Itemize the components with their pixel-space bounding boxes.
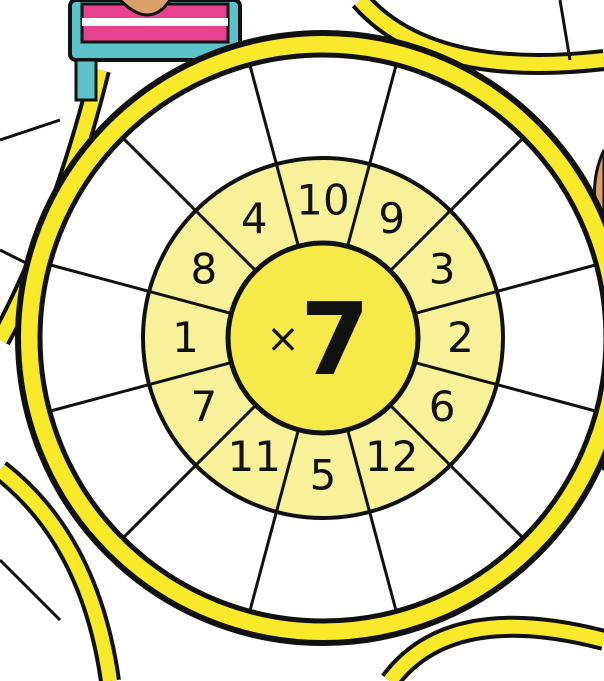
- factor-number: 7: [300, 281, 370, 398]
- multiplier-number: 9: [378, 194, 405, 243]
- times-sign: ×: [266, 316, 300, 362]
- multiplier-number: 1: [172, 313, 199, 362]
- multiplier-number: 4: [241, 194, 268, 243]
- multiplier-number: 2: [447, 313, 474, 362]
- multiplier-number: 7: [191, 382, 218, 431]
- multiplier-number: 5: [310, 451, 337, 500]
- multiplier-number: 3: [429, 244, 456, 293]
- multiplier-number: 8: [191, 244, 218, 293]
- multiplier-number: 11: [228, 432, 281, 481]
- multiplier-number: 6: [429, 382, 456, 431]
- multiplier-number: 12: [365, 432, 418, 481]
- multiplier-number: 10: [296, 176, 349, 225]
